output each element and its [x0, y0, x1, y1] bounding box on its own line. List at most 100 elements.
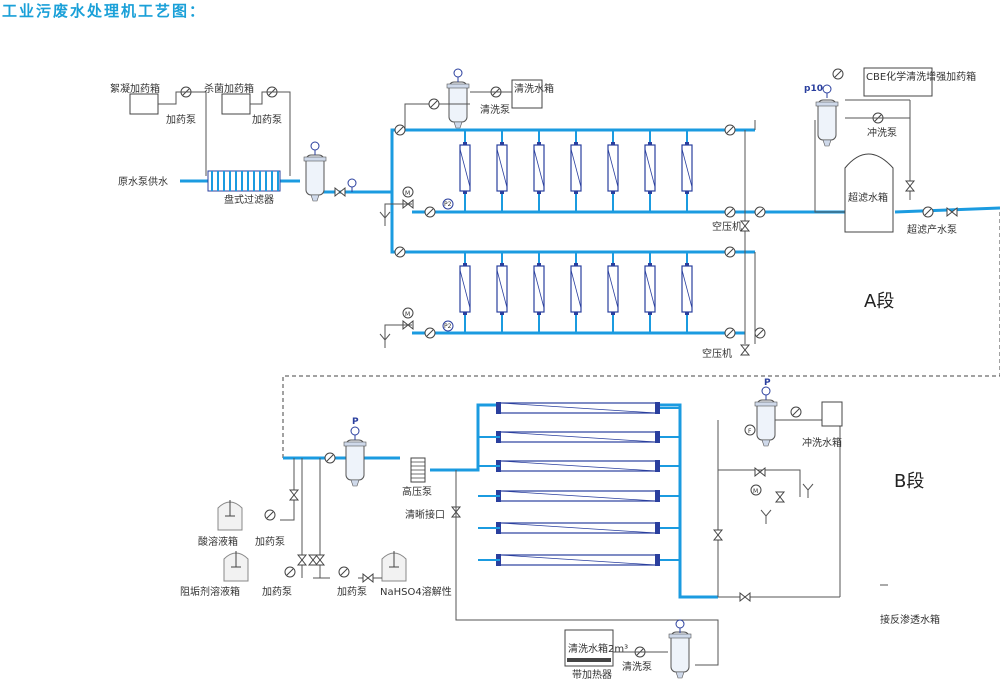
- heater-element: [567, 658, 611, 662]
- valve-icon: [724, 327, 736, 339]
- heater-label: 带加热器: [572, 668, 612, 679]
- valve-icon: [315, 554, 325, 566]
- pressure-gauge-icon: [350, 426, 360, 441]
- air-compressor-label: 空压机: [702, 347, 732, 360]
- svg-text:M: M: [405, 190, 410, 197]
- uf-membrane-row-upper: [459, 130, 693, 212]
- precision-filter-b2-icon: [754, 399, 778, 447]
- flush-water-tank: [821, 401, 843, 427]
- valve-icon: [289, 489, 299, 501]
- dosing-pump-label: 加药泵: [166, 114, 196, 126]
- pressure-gauge-icon: [761, 386, 771, 401]
- high-pressure-pump: [410, 457, 426, 483]
- valve-icon: [334, 187, 346, 197]
- dosing-pump-icon: [264, 509, 276, 521]
- bactericide-tank: [221, 93, 251, 115]
- svg-text:M: M: [753, 488, 758, 495]
- pressure-gauge-icon: [347, 178, 357, 193]
- valve-icon: [775, 491, 785, 503]
- disc-filter-label: 盘式过滤器: [224, 193, 274, 206]
- uf-product-pump-icon: [922, 206, 934, 218]
- pump-icon: [428, 98, 440, 110]
- pressure-gauge-icon: [822, 84, 832, 99]
- nahso4-label: NaHSO4溶解性: [380, 585, 452, 598]
- dosing-pump-icon: [832, 68, 844, 80]
- svg-text:P2: P2: [444, 201, 452, 208]
- cleaning-tank-label: 清洗水箱: [514, 82, 554, 95]
- uf-tank-label: 超滤水箱: [848, 191, 888, 204]
- motor-valve-icon: M: [750, 484, 762, 496]
- page-title: 工业污废水处理机工艺图：: [2, 2, 206, 20]
- air-compressor-label: 空压机: [712, 220, 742, 233]
- acid-tank-label: 酸溶液箱: [198, 535, 238, 548]
- valve-icon: [308, 554, 318, 566]
- ro-vessel-stack: [495, 401, 661, 567]
- dosing-pump-icon: [338, 566, 350, 578]
- antiscalant-tank-label: 阻垢剂溶液箱: [180, 585, 240, 598]
- cbe-tank-label: CBE化学清洗增强加药箱: [866, 70, 976, 83]
- svg-text:M: M: [405, 311, 410, 318]
- valve-icon: [724, 206, 736, 218]
- flocculant-tank-label: 絮凝加药箱: [110, 82, 160, 95]
- valve-icon: [324, 452, 336, 464]
- pressure-gauge-icon: [675, 619, 685, 634]
- p2-gauge-icon: P2: [442, 198, 454, 210]
- precision-filter-c-icon: [668, 631, 692, 679]
- dosing-pump-label: 加药泵: [337, 586, 367, 598]
- flush-tank-label: 冲洗水箱: [802, 436, 842, 449]
- p10-label: p10: [804, 84, 823, 94]
- high-pressure-pump-label: 高压泵: [402, 485, 432, 498]
- valve-icon: [754, 327, 766, 339]
- ro-tank-label: 接反渗透水箱: [880, 613, 940, 626]
- valve-icon: [297, 554, 307, 566]
- p2-gauge-icon: P2: [442, 320, 454, 332]
- uf-membrane-row-lower: [459, 252, 693, 333]
- valve-icon: [905, 180, 915, 192]
- pressure-gauge-icon: [453, 68, 463, 83]
- cleaning-tank-2m3-label: 清洗水箱2m³: [568, 642, 628, 655]
- precision-filter-uf-icon: [815, 99, 839, 147]
- bactericide-tank-label: 杀菌加药箱: [204, 82, 254, 95]
- precision-filter-a-top-icon: [446, 81, 470, 129]
- raw-water-label: 原水泵供水: [118, 175, 168, 188]
- acid-tank-icon: [217, 499, 243, 531]
- valve-icon: [424, 206, 436, 218]
- cbe-tank: [863, 67, 933, 97]
- precision-filter-a-icon: [303, 154, 327, 202]
- svg-text:F: F: [748, 428, 752, 435]
- flow-meter-icon: F: [744, 424, 756, 436]
- valve-icon: [724, 246, 736, 258]
- drain-funnel-icon: [760, 509, 772, 525]
- valve-icon: [394, 246, 406, 258]
- dosing-pump-label: 加药泵: [252, 114, 282, 126]
- cleaning-pump-label: 清洗泵: [622, 660, 652, 673]
- nahso4-tank-icon: [381, 550, 407, 582]
- gauge-p-label: P: [764, 378, 771, 388]
- gauge-p-label: P: [352, 417, 359, 427]
- valve-icon: [713, 529, 723, 541]
- drain-funnel-icon: [802, 483, 814, 499]
- pressure-gauge-icon: [310, 141, 320, 156]
- section-b-label: B段: [894, 471, 924, 492]
- valve-icon: [394, 124, 406, 136]
- flush-pump-label: 冲洗泵: [867, 126, 897, 139]
- valve-icon: [754, 206, 766, 218]
- cleaning-port-label: 清晰接口: [405, 508, 445, 521]
- dosing-pump-icon: [284, 566, 296, 578]
- disc-filter: [207, 170, 281, 192]
- precision-filter-b-icon: [343, 439, 367, 487]
- valve-icon: [740, 220, 750, 232]
- flush-pump-icon: [790, 406, 802, 418]
- motor-valve-icon: M: [402, 307, 414, 330]
- dosing-pump-label: 加药泵: [255, 536, 285, 548]
- valve-icon: [724, 124, 736, 136]
- cleaning-tank-a: [511, 79, 543, 109]
- valve-icon: [362, 573, 374, 583]
- valve-icon: [739, 592, 751, 602]
- motor-valve-icon: M: [402, 186, 414, 209]
- uf-product-pump-label: 超滤产水泵: [907, 223, 957, 236]
- dosing-pump-label: 加药泵: [262, 586, 292, 598]
- svg-text:P2: P2: [444, 323, 452, 330]
- valve-icon: [754, 467, 766, 477]
